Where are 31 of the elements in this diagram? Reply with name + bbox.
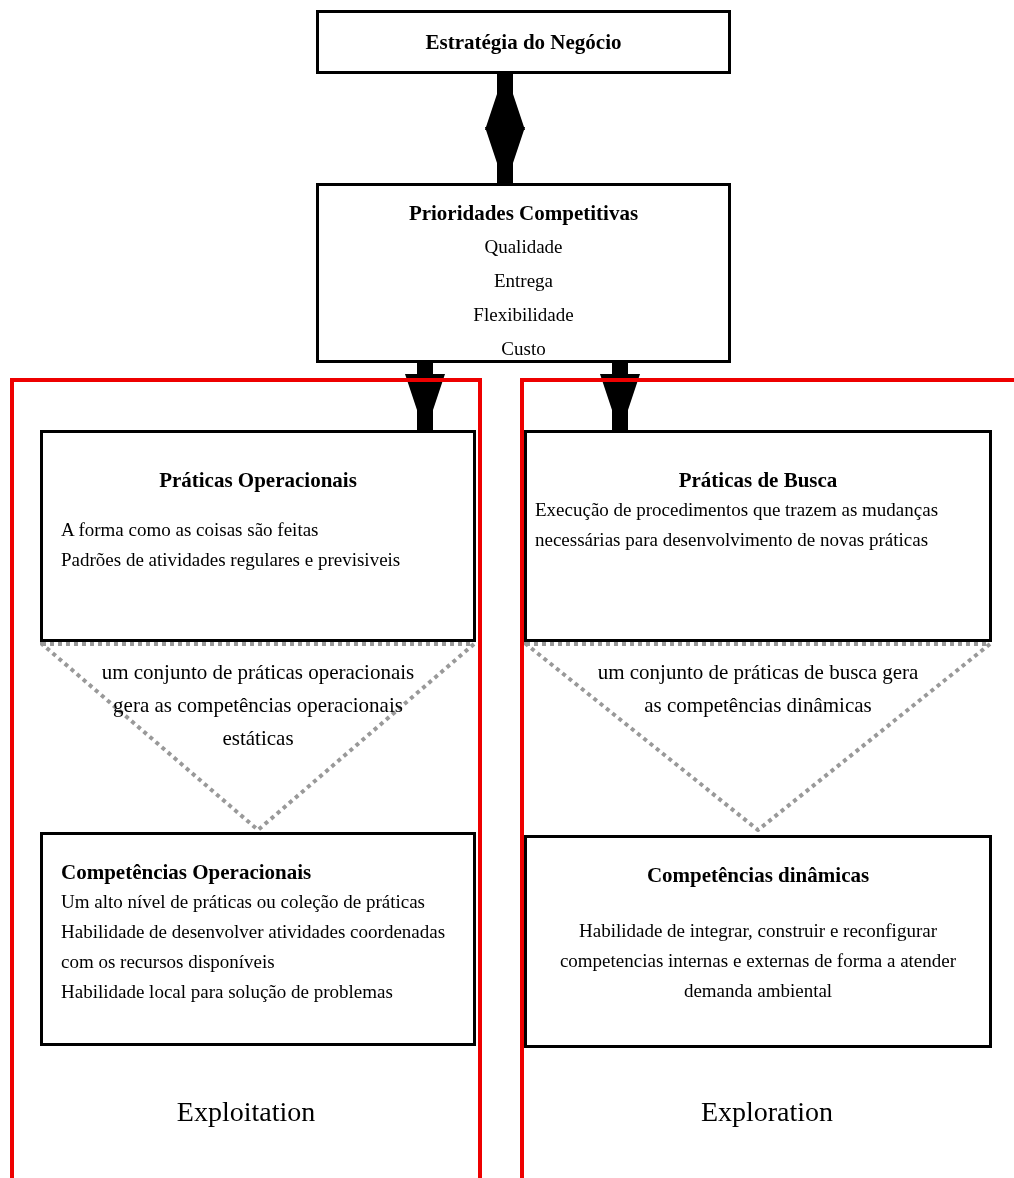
panel-frame — [10, 378, 482, 1178]
panel-label: Exploitation — [175, 1095, 317, 1129]
box-text: Habilidade de integrar, construir e reconfigurar competencias internas e externas de forma a atender demanda ambiental — [558, 919, 958, 1003]
triangle-text: um conjunto de práticas operacionais gera as competências operacionais estáticas — [100, 659, 416, 752]
triangle-shape — [524, 642, 992, 832]
triangle-shape — [40, 642, 476, 832]
box-heading: Competências Operacionais — [61, 859, 313, 886]
box-text: Habilidade local para solução de problemas — [61, 980, 394, 1004]
box-heading: Estratégia do Negócio — [424, 29, 623, 56]
text-box — [316, 10, 731, 74]
box-text: Flexibilidade — [472, 303, 575, 327]
box-heading: Práticas Operacionais — [158, 467, 358, 494]
box-heading: Práticas de Busca — [677, 467, 839, 494]
text-box — [40, 430, 476, 642]
box-text: Execução de procedimentos que trazem as mudanças necessárias para desenvolvimento de novas práticas — [535, 498, 940, 552]
text-box — [524, 835, 992, 1048]
panel-label: Exploration — [699, 1095, 835, 1129]
box-text: Qualidade — [483, 235, 564, 259]
box-text: Custo — [500, 337, 547, 361]
box-text: Entrega — [492, 269, 555, 293]
box-text: Um alto nível de práticas ou coleção de práticas — [61, 890, 426, 914]
box-text: Habilidade de desenvolver atividades coordenadas com os recursos disponíveis — [61, 920, 447, 974]
box-text: Padrões de atividades regulares e previsiveis — [61, 548, 402, 572]
box-heading: Prioridades Competitivas — [407, 200, 640, 227]
text-box — [524, 430, 992, 642]
panel-frame — [520, 378, 1014, 1178]
box-text: A forma como as coisas são feitas — [61, 518, 320, 542]
triangle-text: um conjunto de práticas de busca gera as competências dinâmicas — [596, 659, 920, 719]
text-box — [316, 183, 731, 363]
text-box — [40, 832, 476, 1046]
box-heading: Competências dinâmicas — [645, 862, 871, 889]
